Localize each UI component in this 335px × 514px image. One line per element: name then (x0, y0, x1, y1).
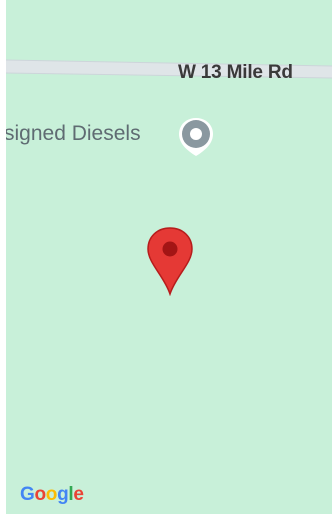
logo-letter: l (68, 484, 74, 505)
road (6, 59, 332, 79)
map-view[interactable]: W 13 Mile Rd signed Diesels Google (6, 0, 332, 514)
logo-letter: g (57, 484, 69, 505)
logo-letter: e (73, 484, 84, 505)
red-map-pin-icon[interactable] (144, 226, 196, 296)
location-dot-icon[interactable] (172, 112, 220, 160)
logo-letter: G (20, 484, 35, 505)
road-label: W 13 Mile Rd (178, 62, 293, 83)
poi-label[interactable]: signed Diesels (6, 122, 141, 145)
logo-letter: o (45, 484, 58, 505)
logo-letter: o (34, 484, 46, 505)
google-logo: Google (20, 484, 84, 506)
